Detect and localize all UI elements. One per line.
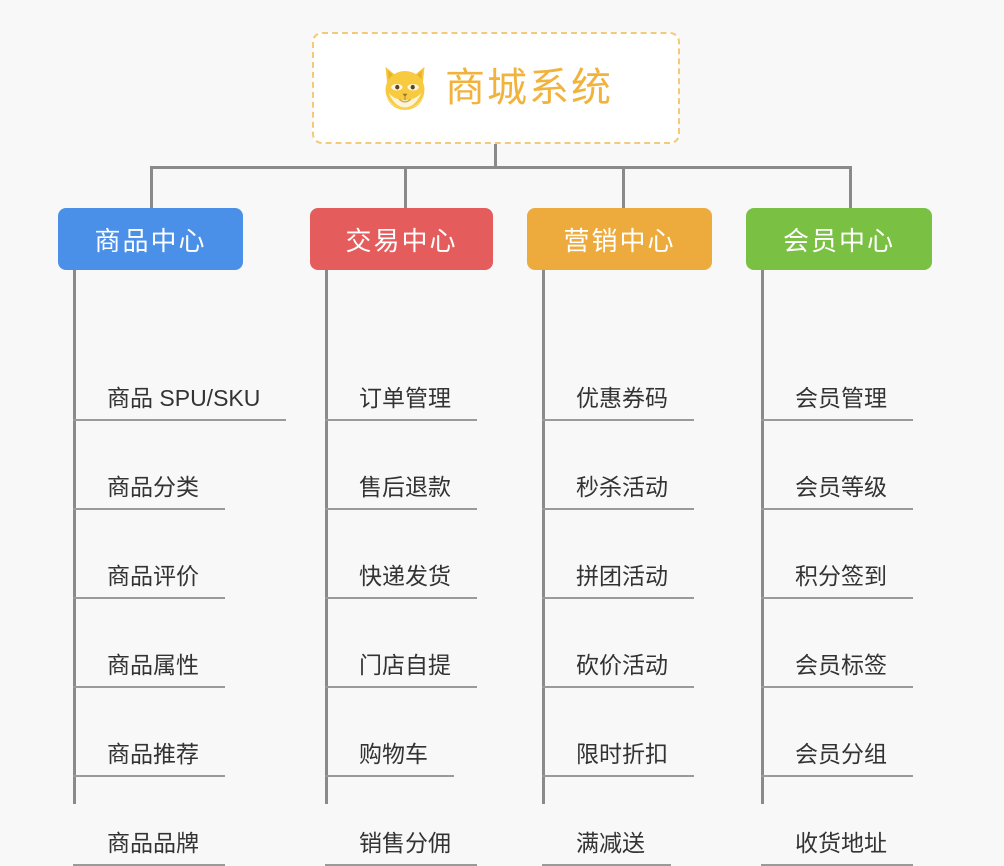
leaf-item-label: 限时折扣 [542, 741, 694, 777]
connector-root-stub [494, 144, 497, 168]
leaf-item-label: 商品品牌 [73, 830, 225, 866]
root-title: 商城系统 [445, 66, 613, 110]
column-trunk-4 [761, 270, 764, 804]
leaf-item[interactable]: 收货地址 [761, 777, 913, 866]
leaf-item[interactable]: 会员管理 [761, 332, 913, 421]
leaf-item[interactable]: 购物车 [325, 688, 454, 777]
column-header-label: 商品中心 [94, 225, 207, 256]
connector-bus [150, 166, 852, 169]
leaf-item[interactable]: 商品 SPU/SKU [73, 332, 287, 421]
column-header-2[interactable]: 交易中心 [310, 208, 493, 270]
connector-drop-4 [849, 166, 852, 210]
column-header-3[interactable]: 营销中心 [527, 208, 712, 270]
leaf-item-label: 门店自提 [325, 652, 477, 688]
column-1: 商品中心商品 SPU/SKU 商品分类商品评价商品属性商品推荐商品品牌 [58, 208, 287, 866]
column-header-label: 营销中心 [563, 225, 676, 256]
leaf-item[interactable]: 拼团活动 [542, 510, 694, 599]
column-2: 交易中心订单管理售后退款快递发货门店自提购物车销售分佣 [310, 208, 493, 866]
leaf-item[interactable]: 订单管理 [325, 332, 477, 421]
leaf-item-label: 商品评价 [73, 563, 225, 599]
column-trunk-1 [73, 270, 76, 804]
shiba-dog-icon [385, 66, 425, 110]
leaf-item[interactable]: 积分签到 [761, 510, 913, 599]
leaf-item[interactable]: 商品分类 [73, 421, 225, 510]
connector-drop-2 [404, 166, 407, 210]
leaf-item-label: 会员等级 [761, 474, 913, 510]
column-trunk-3 [542, 270, 545, 804]
leaf-item[interactable]: 门店自提 [325, 599, 477, 688]
leaf-item[interactable]: 商品品牌 [73, 777, 225, 866]
leaf-item-label: 积分签到 [761, 563, 913, 599]
column-3: 营销中心优惠券码秒杀活动拼团活动砍价活动限时折扣满减送 [527, 208, 712, 866]
leaf-item-label: 砍价活动 [542, 652, 694, 688]
column-header-label: 会员中心 [782, 225, 895, 256]
leaf-item-label: 商品 SPU/SKU [73, 385, 287, 421]
leaf-item[interactable]: 商品属性 [73, 599, 225, 688]
leaf-item[interactable]: 商品评价 [73, 510, 225, 599]
leaf-item-label: 售后退款 [325, 474, 477, 510]
leaf-item-label: 会员管理 [761, 385, 913, 421]
leaf-item-label: 收货地址 [761, 830, 913, 866]
leaf-item-label: 会员标签 [761, 652, 913, 688]
leaf-item-label: 秒杀活动 [542, 474, 694, 510]
leaf-item-label: 购物车 [325, 741, 454, 777]
leaf-item[interactable]: 砍价活动 [542, 599, 694, 688]
leaf-item-label: 销售分佣 [325, 830, 477, 866]
leaf-item[interactable]: 限时折扣 [542, 688, 694, 777]
leaf-item[interactable]: 销售分佣 [325, 777, 477, 866]
leaf-item[interactable]: 快递发货 [325, 510, 477, 599]
leaf-item-label: 会员分组 [761, 741, 913, 777]
column-4: 会员中心会员管理会员等级积分签到会员标签会员分组收货地址 [746, 208, 932, 866]
leaf-item[interactable]: 会员分组 [761, 688, 913, 777]
leaf-item-label: 商品属性 [73, 652, 225, 688]
connector-drop-1 [150, 166, 153, 210]
leaf-item[interactable]: 满减送 [542, 777, 671, 866]
leaf-item-label: 满减送 [542, 830, 671, 866]
root-node[interactable]: 商城系统 [312, 32, 680, 144]
leaf-item[interactable]: 会员标签 [761, 599, 913, 688]
org-chart-canvas: 商城系统 商品中心商品 SPU/SKU 商品分类商品评价商品属性商品推荐商品品牌 交… [58, 32, 932, 866]
leaf-item-label: 商品推荐 [73, 741, 225, 777]
leaf-item[interactable]: 优惠券码 [542, 332, 694, 421]
column-header-4[interactable]: 会员中心 [746, 208, 932, 270]
leaf-item[interactable]: 商品推荐 [73, 688, 225, 777]
column-header-1[interactable]: 商品中心 [58, 208, 243, 270]
leaf-item-label: 订单管理 [325, 385, 477, 421]
leaf-item-label: 商品分类 [73, 474, 225, 510]
leaf-item[interactable]: 售后退款 [325, 421, 477, 510]
leaf-item[interactable]: 秒杀活动 [542, 421, 694, 510]
leaf-item-label: 快递发货 [325, 563, 477, 599]
connector-drop-3 [622, 166, 625, 210]
column-header-label: 交易中心 [345, 225, 458, 256]
leaf-item[interactable]: 会员等级 [761, 421, 913, 510]
column-trunk-2 [325, 270, 328, 804]
leaf-item-label: 优惠券码 [542, 385, 694, 421]
leaf-item-label: 拼团活动 [542, 563, 694, 599]
